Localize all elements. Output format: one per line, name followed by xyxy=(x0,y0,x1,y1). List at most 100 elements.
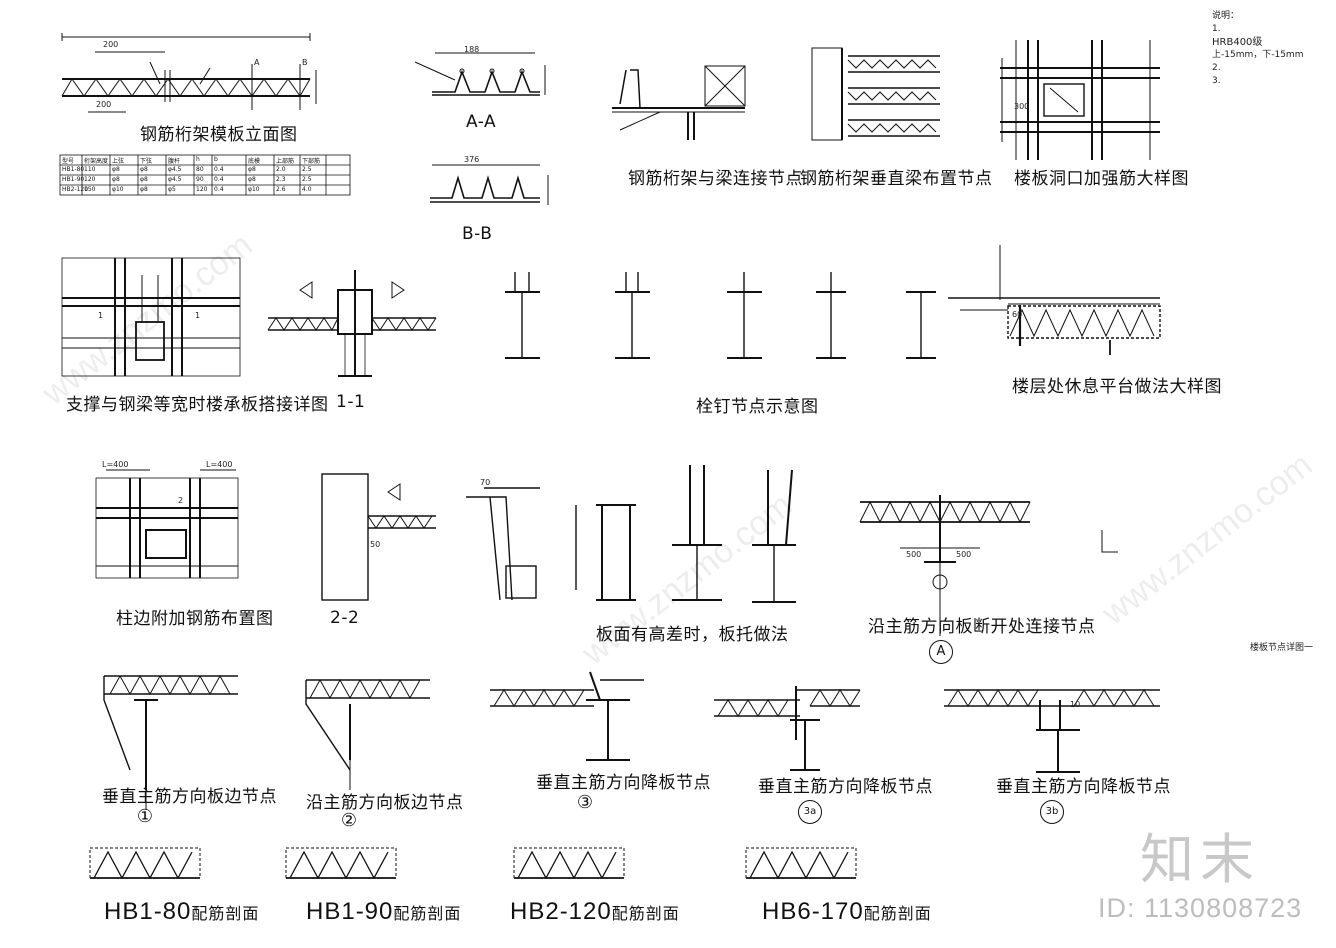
table-cell: 150 xyxy=(84,186,96,193)
drop3a-drawing xyxy=(714,686,861,771)
column-edge-drawing xyxy=(95,469,239,579)
table-cell: 90 xyxy=(196,176,204,183)
table-header-cell: 上弦 xyxy=(112,158,125,165)
table-header-cell: 腹杆 xyxy=(168,158,181,165)
edge-perp-drawing xyxy=(103,674,238,810)
support-drawing xyxy=(61,257,241,377)
dim-60: 60 xyxy=(1012,310,1023,319)
title-section-22: 2-2 xyxy=(330,608,360,628)
sheet-note: 楼板节点详图一 xyxy=(1250,643,1314,653)
truss-beam-node-drawing xyxy=(612,65,746,140)
truss-vertical-beam-drawing xyxy=(811,47,940,141)
title-truss-elevation: 钢筋桁架模板立面图 xyxy=(140,125,298,145)
table-cell: 110 xyxy=(84,166,96,173)
table-cell: φ5 xyxy=(168,186,176,193)
table-cell: 2.5 xyxy=(302,176,312,183)
title-section-bb: B-B xyxy=(462,224,493,244)
table-cell: φ8 xyxy=(248,176,256,183)
title-platform: 楼层处休息平台做法大样图 xyxy=(1012,377,1222,397)
dim-500a: 500 xyxy=(906,550,922,559)
title-truss-vertical-beam: 钢筋桁架垂直梁布置节点 xyxy=(800,169,993,189)
title-break-main: 沿主筋方向板断开处连接节点 xyxy=(868,617,1096,637)
marker-3a: 3a xyxy=(798,800,822,824)
marker-3: ③ xyxy=(576,792,594,813)
dim-376: 376 xyxy=(464,155,480,164)
title-hb1-80: HB1-80配筋剖面 xyxy=(104,898,259,926)
label-b: B xyxy=(302,58,308,67)
title-edge-along: 沿主筋方向板边节点 xyxy=(306,793,464,813)
title-hb1-90: HB1-90配筋剖面 xyxy=(306,898,461,926)
drop3-drawing xyxy=(490,671,644,761)
title-support: 支撑与钢梁等宽时楼承板搭接详图 xyxy=(66,395,329,415)
section-aa-drawing xyxy=(414,52,546,96)
dim-50: 50 xyxy=(370,540,381,549)
title-section-11: 1-1 xyxy=(336,392,366,412)
title-truss-beam-node: 钢筋桁架与梁连接节点 xyxy=(628,169,803,189)
table-cell: φ4.5 xyxy=(168,166,182,173)
hb-sections-drawing xyxy=(89,847,857,880)
watermark-logo: 知末 xyxy=(1140,828,1260,891)
label-a: A xyxy=(254,58,260,67)
table-cell: 4.0 xyxy=(302,186,312,193)
dim-10: 10 xyxy=(1070,700,1081,709)
table-header-cell: b xyxy=(214,156,218,163)
dim-l400b: L=400 xyxy=(206,460,233,469)
table-header-cell: h xyxy=(196,156,200,163)
notes-line-5: 3. xyxy=(1212,76,1221,86)
table-cell: φ4.5 xyxy=(168,176,182,183)
title-drop-3b: 垂直主筋方向降板节点 xyxy=(996,777,1171,797)
hb1-90-code: HB1-90 xyxy=(306,898,394,925)
table-cell: φ8 xyxy=(140,186,148,193)
hb1-90-sub: 配筋剖面 xyxy=(393,904,462,923)
title-stud: 栓钉节点示意图 xyxy=(696,397,819,417)
table-cell: 2.6 xyxy=(276,186,286,193)
title-column-edge: 柱边附加钢筋布置图 xyxy=(116,609,274,629)
table-cell: 2.3 xyxy=(276,176,286,183)
table-cell: φ8 xyxy=(140,176,148,183)
table-cell: φ8 xyxy=(112,176,120,183)
drop3b-drawing xyxy=(944,689,1160,773)
table-cell: φ10 xyxy=(248,186,260,193)
section-bb-drawing xyxy=(430,164,549,205)
dim-l400: L=400 xyxy=(102,460,129,469)
section-22-drawing xyxy=(321,473,436,601)
title-drop-3a: 垂直主筋方向降板节点 xyxy=(758,777,933,797)
table-cell: φ10 xyxy=(112,186,124,193)
dim-200b: 200 xyxy=(96,100,112,109)
table-cell: φ8 xyxy=(140,166,148,173)
table-cell: 80 xyxy=(196,166,204,173)
table-header-cell: 底模 xyxy=(248,158,261,165)
notes-heading: 说明： xyxy=(1212,11,1240,21)
opening-drawing xyxy=(1000,40,1160,160)
marker-2: ② xyxy=(340,810,358,831)
table-header-cell: 上部筋 xyxy=(276,158,295,165)
hb1-80-code: HB1-80 xyxy=(104,898,192,925)
notes-line-4: 2. xyxy=(1212,63,1221,73)
table-cell: HB1-80 xyxy=(62,166,85,173)
marker-3b: 3b xyxy=(1040,800,1064,824)
label-1-right: 1 xyxy=(195,311,201,320)
table-header-cell: 下弦 xyxy=(140,158,153,165)
table-cell: HB2-120 xyxy=(62,186,89,193)
table-cell: 2.5 xyxy=(302,166,312,173)
hb6-170-code: HB6-170 xyxy=(762,898,864,925)
table-cell: 120 xyxy=(196,186,208,193)
notes-line-1: 1. xyxy=(1212,24,1221,34)
marker-a: A xyxy=(929,640,953,664)
marker-1: ① xyxy=(136,806,154,827)
table-cell: HB1-90 xyxy=(62,176,85,183)
notes-line-2: HRB400级 xyxy=(1212,37,1263,48)
title-drop-3: 垂直主筋方向降板节点 xyxy=(536,773,711,793)
title-opening: 楼板洞口加强筋大样图 xyxy=(1014,169,1189,189)
watermark-id: ID: 1130808723 xyxy=(1098,893,1303,923)
dim-188: 188 xyxy=(464,45,480,54)
notes-block: 说明： 1. HRB400级 上-15mm，下-15mm 2. 3. xyxy=(1212,10,1303,88)
label-1-left: 1 xyxy=(98,311,104,320)
hb2-120-code: HB2-120 xyxy=(510,898,612,925)
